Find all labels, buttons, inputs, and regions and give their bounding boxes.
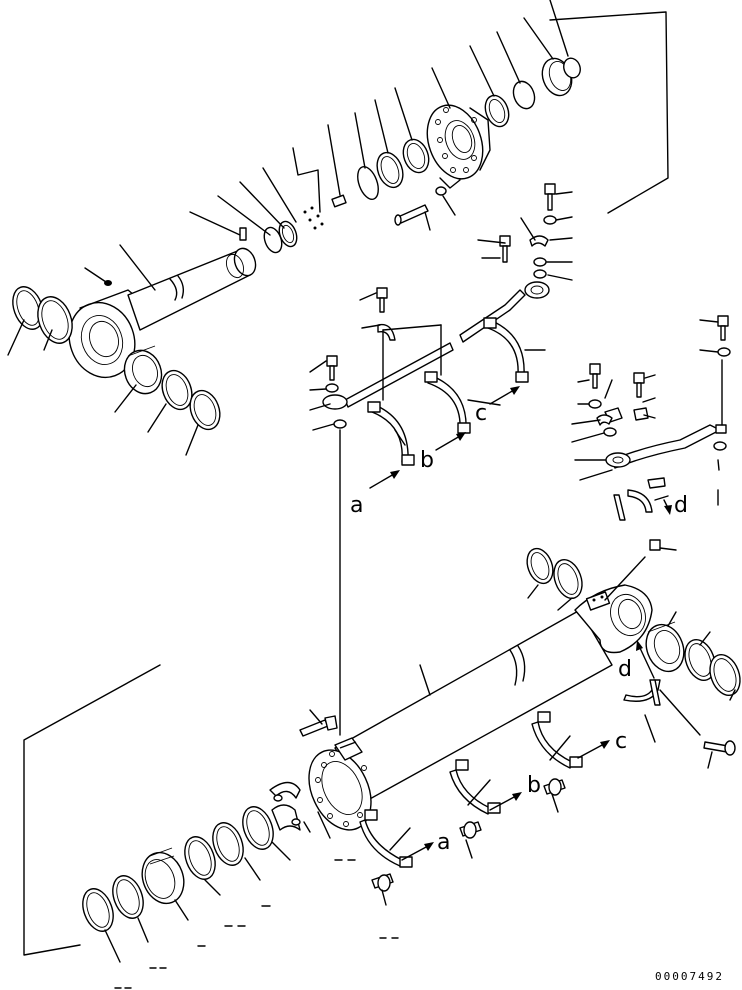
view-label-c-lower: c	[615, 729, 627, 754]
view-label-a-lower: a	[437, 830, 450, 855]
cylinder-head-flange	[426, 104, 491, 180]
rod-bushing-and-seals	[123, 345, 221, 431]
view-label-d-upper: d	[674, 493, 688, 518]
bottom-eye-seals	[526, 539, 741, 697]
leader-lines-right	[571, 319, 723, 515]
piping-bolts-lower	[371, 740, 736, 892]
view-label-b-lower: b	[527, 773, 541, 798]
view-label-a-upper: a	[350, 493, 363, 518]
leader-lines-bottom	[104, 547, 736, 963]
rod-seal-rings-left	[12, 286, 73, 344]
head-bushings	[484, 57, 581, 128]
piping-bolts-right	[588, 315, 731, 451]
top-frame-lines	[549, 11, 669, 214]
view-label-c-upper: c	[475, 401, 487, 426]
cylinder-tube	[308, 609, 613, 831]
piston-nut-and-rings	[263, 138, 430, 254]
split-flange-halves	[269, 781, 301, 831]
view-arrows-upper	[369, 386, 520, 489]
view-label-d-lower: d	[618, 657, 632, 682]
drawing-number: 00007492	[655, 970, 724, 983]
piston-rod	[127, 227, 257, 331]
view-arrows-lower	[401, 640, 655, 861]
head-bolt-and-washer	[394, 186, 447, 226]
rod-assembly	[7, 0, 581, 456]
bottom-frame-lines	[23, 664, 161, 956]
pipe-clamps-lower	[359, 679, 661, 868]
piston-and-seals	[82, 806, 274, 932]
leader-lines-top	[7, 0, 569, 456]
piping-assembly-left	[322, 281, 550, 410]
leader-lines-pipes	[309, 191, 573, 736]
cylinder-bottom-eye	[574, 584, 653, 654]
dash-marks	[114, 859, 399, 989]
tube-bolt	[299, 715, 338, 737]
pipe-clamps-upper	[367, 317, 529, 466]
rod-eye	[68, 280, 141, 379]
piping-assembly-right	[605, 424, 727, 521]
view-label-b-upper: b	[420, 448, 434, 473]
